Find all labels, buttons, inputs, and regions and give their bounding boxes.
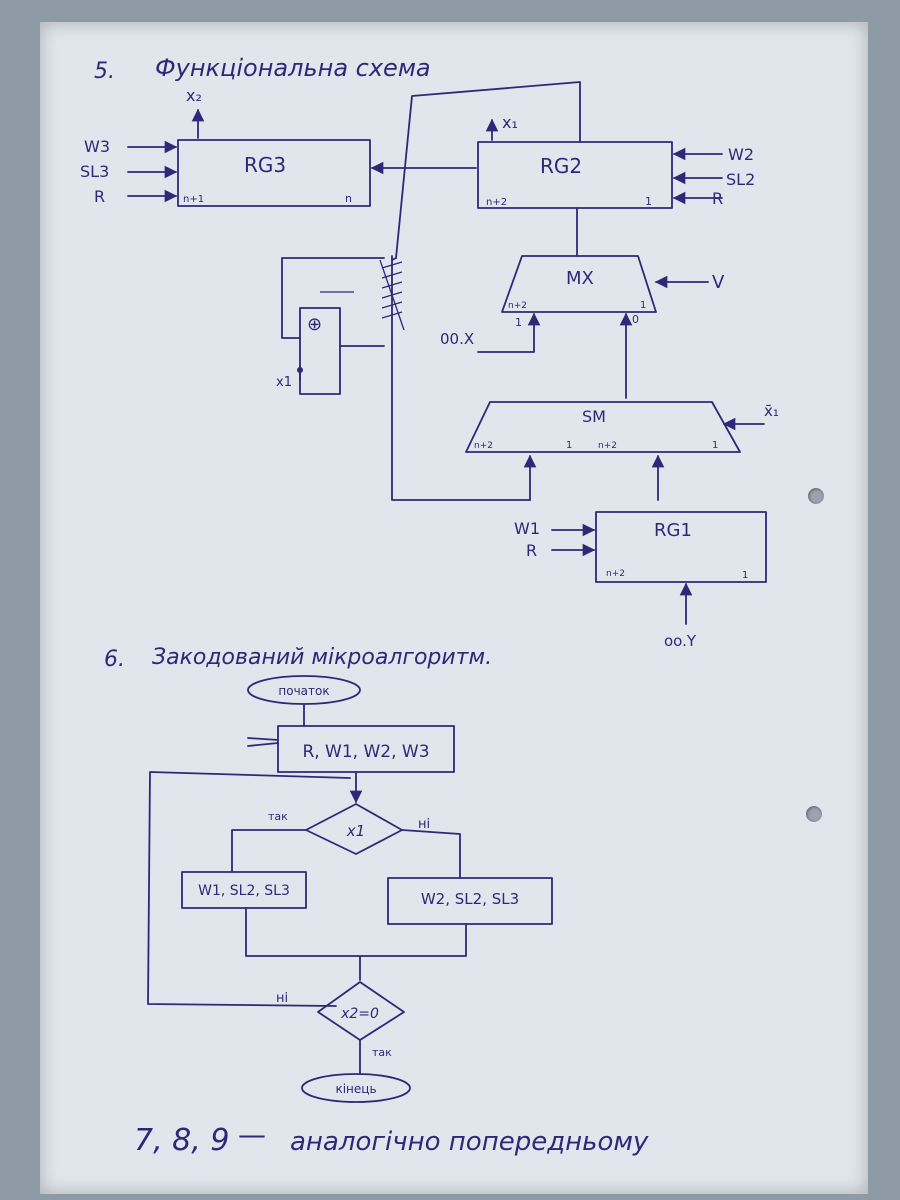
flowchart-cond2: x2=0 [340, 1006, 379, 1022]
footer-numbers: 7, 8, 9 [134, 1123, 229, 1158]
flowchart-no1: ні [418, 817, 430, 832]
xor-symbol: ⊕ [307, 314, 322, 335]
mx-input-0: 0 [632, 313, 639, 326]
rg2-right-bit: 1 [645, 195, 652, 208]
section6-title: Закодований мікроалгоритм. [152, 645, 492, 670]
rg1-input-w1: W1 [514, 519, 540, 538]
mx-control-v: V [712, 272, 725, 293]
sm-mid-bit-b: n+2 [598, 441, 617, 451]
functional-scheme: RG3 n+1 n x₂ W3 SL3 R RG2 n+2 1 x₁ W2 SL… [80, 81, 779, 650]
flowchart-start: початок [278, 684, 329, 698]
mx-left-bit: n+2 [508, 301, 527, 311]
flowchart-no2: ні [276, 991, 288, 1006]
rg3-right-bit: n [345, 192, 352, 205]
rg1-label: RG1 [654, 520, 692, 541]
xor-block: ⊕ x1 [276, 257, 385, 395]
mx-input-1: 1 [515, 316, 522, 329]
rg2-register: RG2 n+2 1 x₁ W2 SL2 R [477, 113, 755, 209]
section5-number: 5. [94, 59, 115, 84]
punch-hole-bottom [806, 806, 822, 822]
paper-sheet [40, 22, 868, 1194]
sm-label: SM [582, 407, 606, 426]
sm-right-bit: 1 [712, 440, 718, 451]
rg1-register: RG1 n+2 1 W1 R oo.Y [514, 511, 767, 650]
rg3-input-w3: W3 [84, 137, 110, 156]
xor-input-x1: x1 [276, 375, 292, 390]
sm-adder: SM n+2 1 n+2 1 x̄₁ [465, 401, 779, 453]
rg2-left-bit: n+2 [486, 197, 507, 208]
flowchart-left-op: W1, SL2, SL3 [198, 883, 290, 899]
rg1-right-bit: 1 [742, 570, 748, 581]
ox-input-label: 00.X [440, 330, 474, 348]
rg3-input-r: R [94, 187, 105, 206]
flowchart-right-op: W2, SL2, SL3 [421, 890, 519, 908]
rg2-input-w2: W2 [728, 145, 754, 164]
section5-title: Функціональна схема [155, 54, 431, 82]
mx-multiplexer: MX n+2 1 1 0 V [501, 255, 725, 329]
rg1-input-r: R [526, 541, 537, 560]
x1-output-label: x₁ [502, 113, 518, 132]
rg3-register: RG3 n+1 n x₂ W3 SL3 R [80, 86, 371, 207]
rg3-left-bit: n+1 [183, 194, 204, 205]
x2-output-label: x₂ [186, 86, 202, 105]
sm-mid-bit-a: 1 [566, 440, 572, 451]
rg2-input-sl2: SL2 [726, 170, 755, 189]
section6-number: 6. [104, 647, 125, 672]
rg2-input-r: R [712, 189, 723, 208]
sm-left-bit: n+2 [474, 441, 493, 451]
flowchart: початок R, W1, W2, W3 x1 так ні W1, SL2,… [147, 675, 553, 1103]
punch-hole-top [808, 488, 824, 504]
flowchart-end: кінець [335, 1082, 376, 1096]
footer-dash: — [238, 1118, 266, 1151]
footer-note: аналогічно попередньому [290, 1127, 649, 1157]
rg2-label: RG2 [540, 154, 582, 178]
flowchart-yes1: так [268, 810, 288, 823]
rg3-input-sl3: SL3 [80, 162, 109, 181]
flowchart-init: R, W1, W2, W3 [302, 742, 429, 762]
mx-right-bit: 1 [640, 300, 646, 311]
sm-control-not-x1: x̄₁ [764, 402, 779, 420]
flowchart-yes2: так [372, 1046, 392, 1059]
rg1-left-bit: n+2 [606, 569, 625, 579]
flowchart-cond1: x1 [346, 822, 365, 840]
oy-input-label: oo.Y [664, 632, 697, 650]
rg3-label: RG3 [244, 153, 286, 177]
mx-label: MX [566, 268, 594, 289]
